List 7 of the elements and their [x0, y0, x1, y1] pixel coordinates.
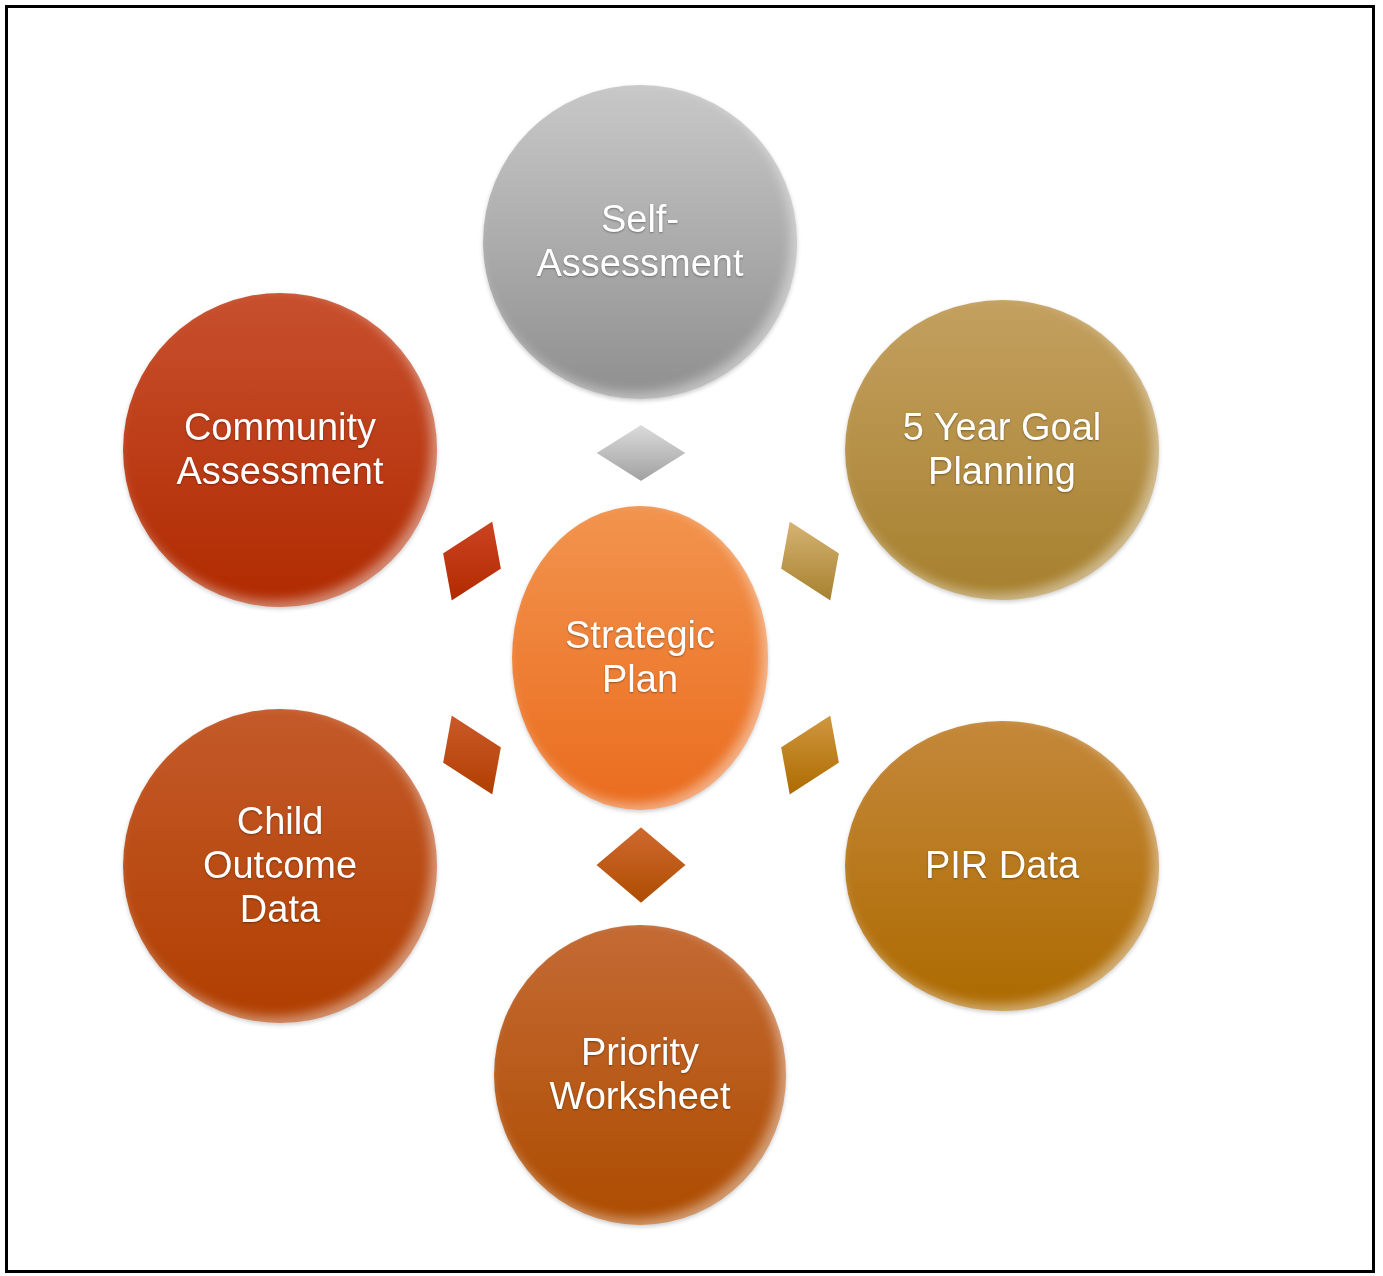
node-label: Strategic Plan: [564, 614, 716, 702]
node-label: 5 Year Goal Planning: [901, 406, 1103, 494]
node-label: Community Assessment: [175, 406, 385, 494]
node-label: Self-Assessment: [535, 198, 745, 286]
node-label: Child Outcome Data: [201, 800, 359, 932]
node-label: Priority Worksheet: [548, 1031, 732, 1119]
node-label: PIR Data: [924, 844, 1080, 888]
